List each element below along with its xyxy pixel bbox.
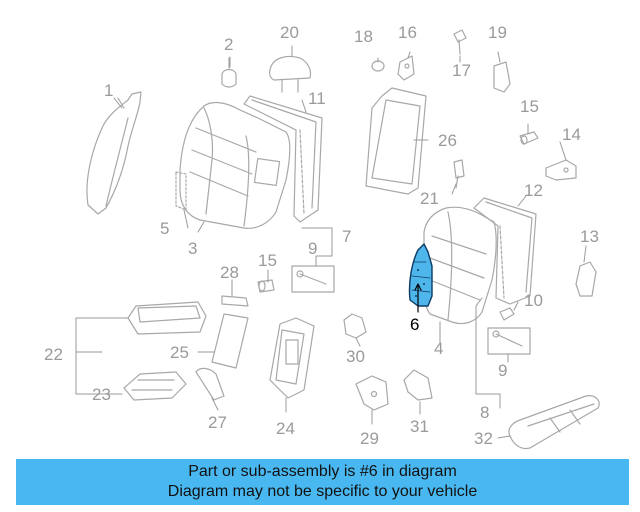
callout-16: 16 (398, 23, 417, 42)
callout-11: 11 (308, 89, 326, 108)
info-banner: Part or sub-assembly is #6 in diagram Di… (16, 459, 629, 505)
callout-3: 3 (188, 239, 198, 258)
part-14-latch (545, 159, 577, 181)
callout-7: 7 (342, 227, 352, 246)
part-3-seat-back (175, 101, 291, 229)
callout-15-lower: 15 (258, 251, 277, 270)
callout-14: 14 (562, 125, 581, 144)
exploded-view-drawing (75, 29, 600, 450)
callout-1: 1 (104, 81, 114, 100)
callout-12: 12 (524, 181, 543, 200)
callout-19: 19 (488, 23, 507, 42)
part-9-bolt-right (487, 327, 531, 355)
part-20-headrest (269, 55, 312, 93)
callout-27: 27 (208, 413, 227, 432)
part-15-plug-lower (257, 279, 275, 293)
callout-25: 25 (170, 343, 189, 362)
part-26-back-panel (365, 87, 427, 195)
callout-8: 8 (480, 403, 490, 422)
callout-28: 28 (220, 263, 239, 282)
part-15-plug-upper (519, 131, 539, 145)
part-16-bracket (397, 55, 415, 81)
callout-23: 23 (92, 385, 111, 404)
part-2-grommet (221, 57, 237, 88)
callout-9-left: 9 (308, 239, 318, 258)
callout-26: 26 (438, 131, 457, 150)
callout-4: 4 (434, 339, 444, 358)
callout-32: 32 (474, 429, 493, 448)
part-1-trim-panel (86, 91, 142, 215)
part-29-bracket (355, 375, 389, 411)
part-25-panel (211, 313, 249, 369)
callout-30: 30 (346, 347, 365, 366)
part-11-frame (243, 95, 323, 223)
callout-10: 10 (524, 291, 543, 310)
part-23-cushion-frame (123, 371, 187, 401)
callout-6: 6 (410, 315, 420, 334)
callout-21: 21 (420, 189, 439, 208)
banner-part-note: Part or sub-assembly is #6 in diagram (188, 463, 457, 480)
part-10-clip (499, 307, 515, 321)
part-12-frame (473, 197, 537, 305)
part-4-seat-back (422, 206, 497, 325)
part-19-cover (493, 61, 511, 93)
part-27-trim (195, 367, 225, 401)
callout-31: 31 (410, 417, 429, 436)
callout-17: 17 (452, 61, 471, 80)
part-28-clip (221, 295, 249, 307)
part-9-bolt-left (291, 265, 335, 293)
leader-lines (75, 45, 587, 439)
callout-15-upper: 15 (520, 97, 539, 116)
callout-5: 5 (160, 219, 170, 238)
part-31-cover (403, 369, 433, 401)
part-24-frame (269, 317, 315, 399)
part-13-bracket (575, 261, 597, 297)
part-22-seat-cushion (127, 301, 207, 335)
callout-20: 20 (280, 23, 299, 42)
callout-29: 29 (360, 429, 379, 448)
part-32-ski-bag (508, 395, 600, 450)
part-17-screw (453, 29, 467, 55)
callout-18: 18 (354, 27, 373, 46)
banner-disclaimer: Diagram may not be specific to your vehi… (167, 483, 478, 500)
part-6-side-bolster (408, 243, 433, 313)
part-21-pin (453, 159, 465, 189)
callout-13: 13 (580, 227, 599, 246)
part-30-bracket (343, 313, 367, 339)
callout-24: 24 (276, 419, 295, 438)
callout-22: 22 (44, 345, 63, 364)
callout-9-right: 9 (498, 361, 508, 380)
callout-2: 2 (224, 35, 234, 54)
parts-diagram: 1 2 3 4 5 6 7 8 9 9 10 11 12 13 14 15 15… (44, 23, 600, 450)
